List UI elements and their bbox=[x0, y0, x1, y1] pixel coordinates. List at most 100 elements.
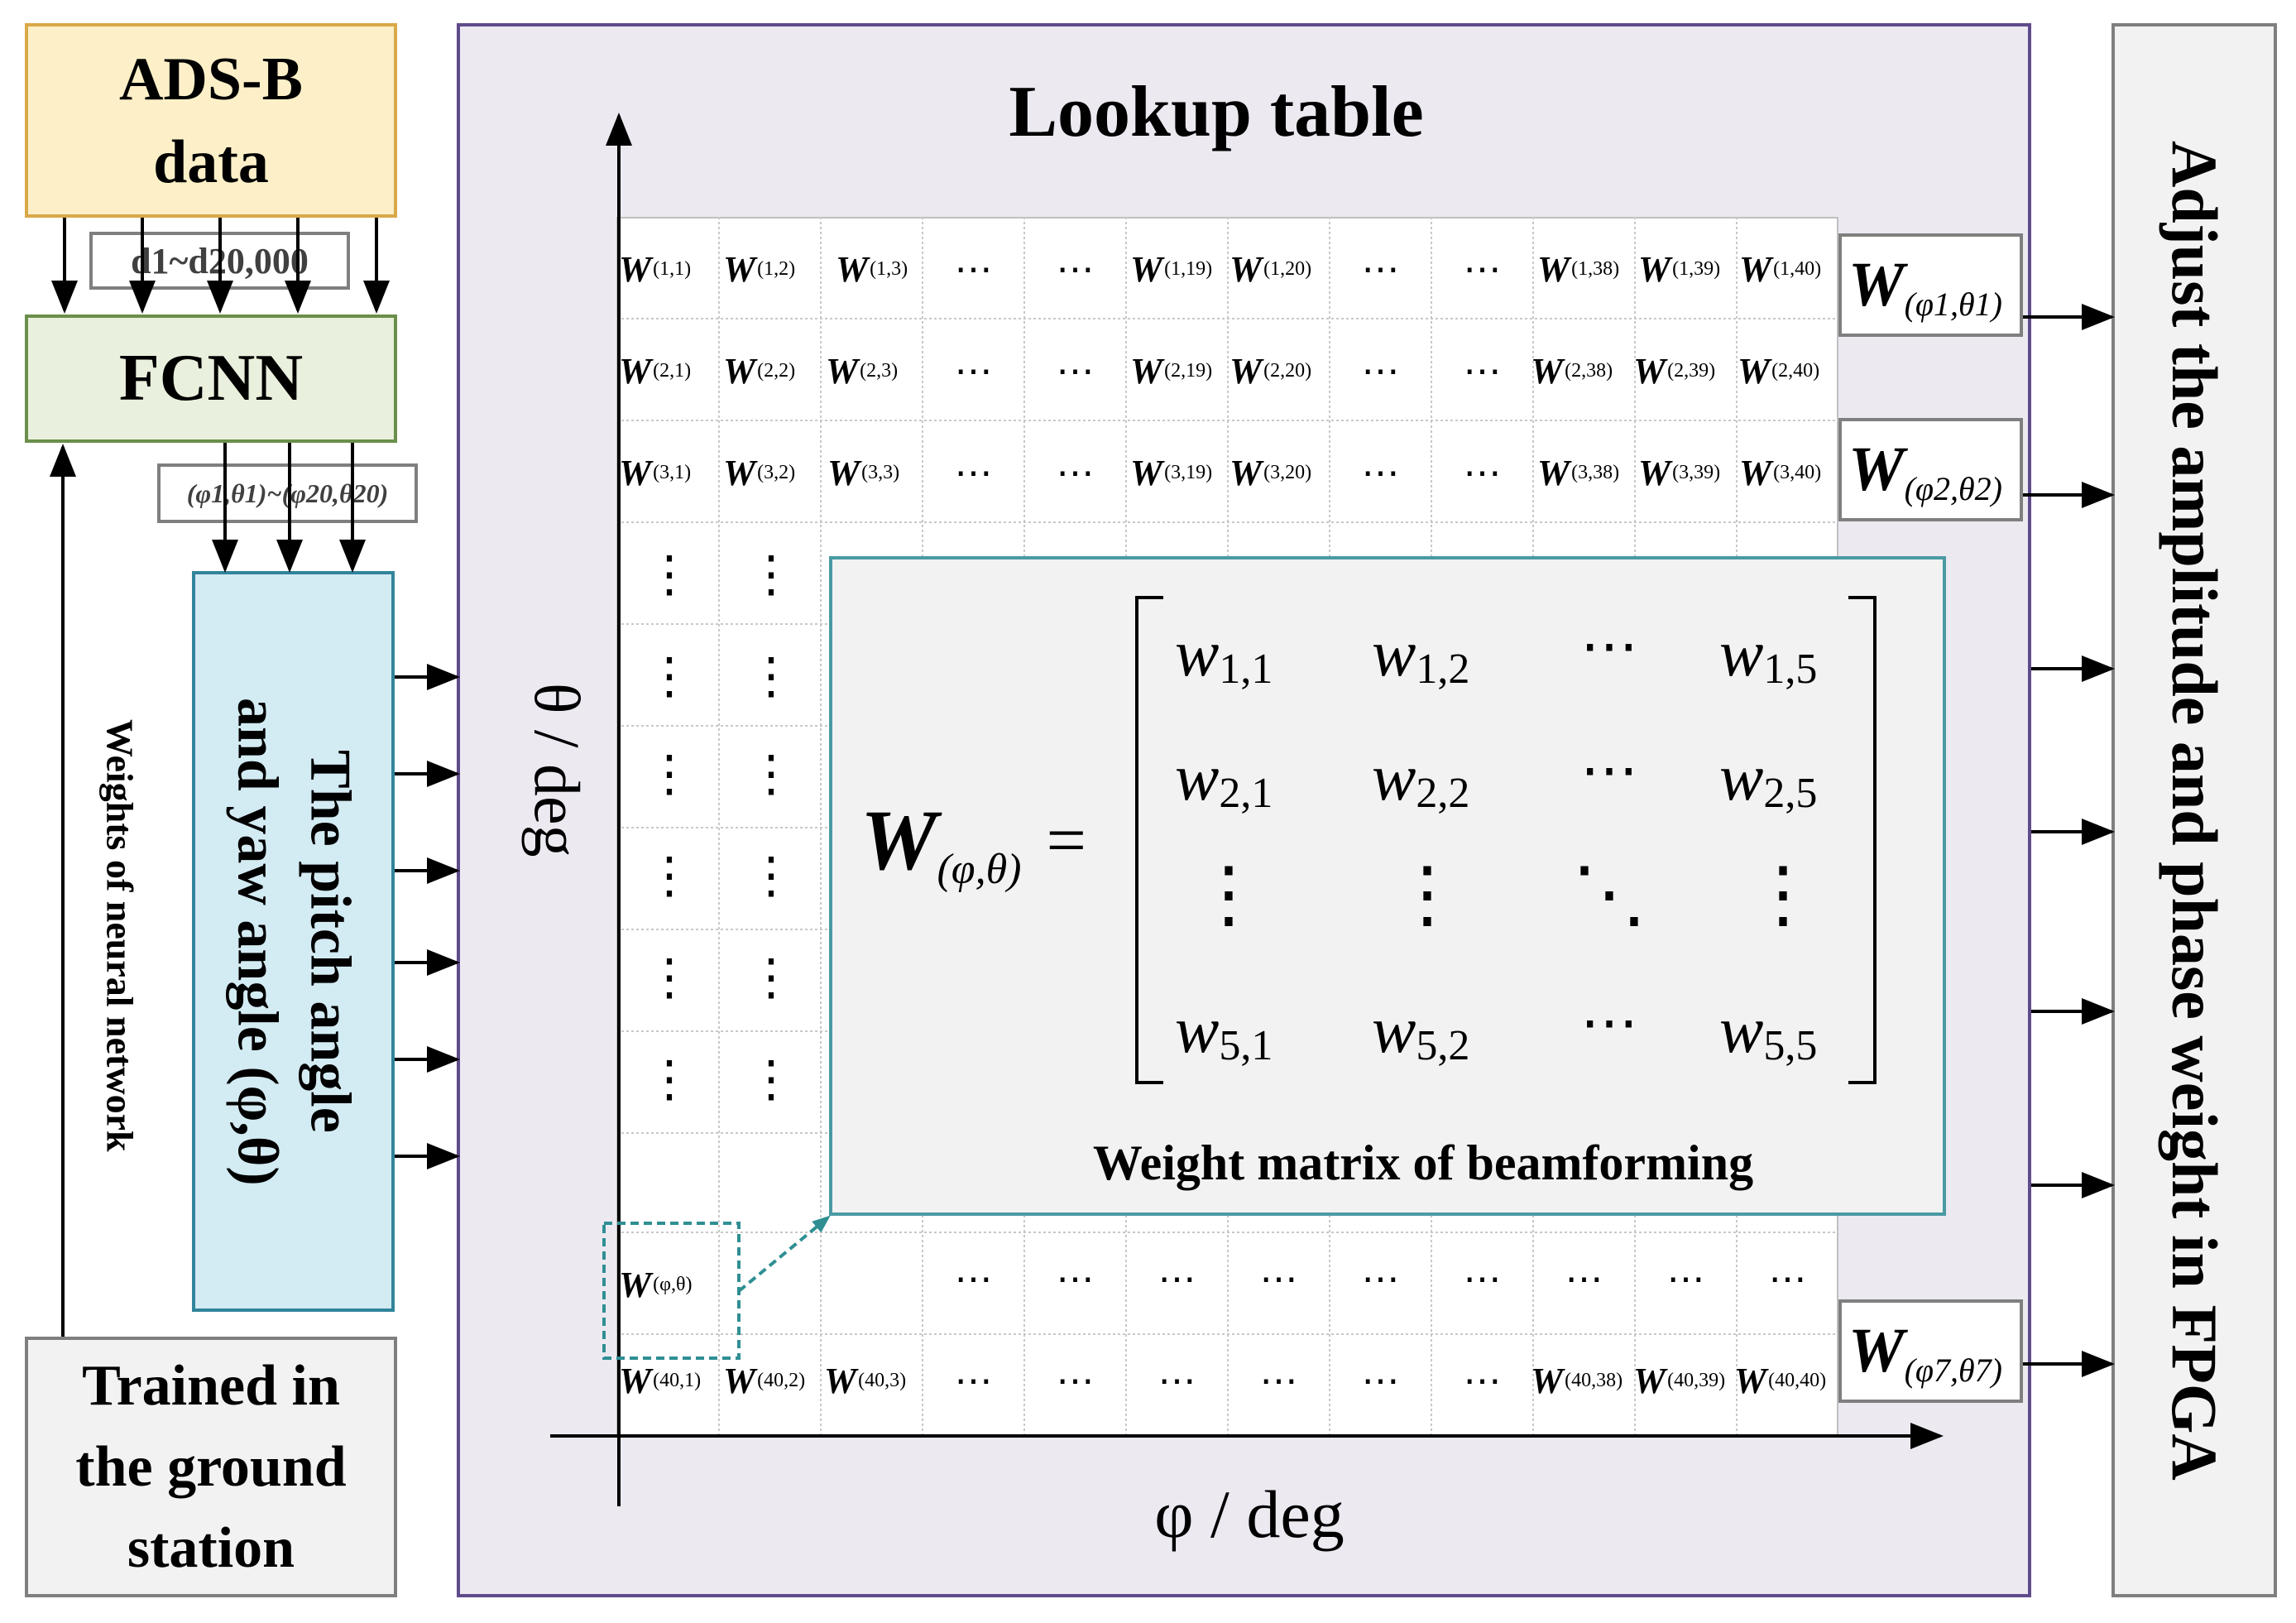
angle-range-label: (φ1,θ1)~(φ20,θ20) bbox=[157, 463, 418, 523]
lookup-to-fpga-arrows bbox=[2023, 304, 2115, 1377]
vdots-c2-r5: ⋮ bbox=[746, 649, 796, 703]
dots-r40-c7: ⋯ bbox=[1259, 1360, 1298, 1402]
cell-2-40: W(2,40) bbox=[1738, 350, 1820, 391]
cell-40-39: W(40,39) bbox=[1633, 1360, 1726, 1401]
vdots-c2-r6: ⋮ bbox=[746, 747, 796, 801]
vdots-c2-r4: ⋮ bbox=[746, 547, 796, 602]
vdots-c2-r8: ⋮ bbox=[746, 950, 796, 1005]
angle-range-text: (φ1,θ1)~(φ20,θ20) bbox=[186, 478, 389, 508]
dots-r1-c9: ⋯ bbox=[1463, 248, 1502, 291]
dots-r39-c4: ⋯ bbox=[954, 1258, 993, 1300]
dots-r40-c4: ⋯ bbox=[954, 1360, 993, 1402]
dots-r40-c6: ⋯ bbox=[1158, 1360, 1196, 1402]
cell-1-38: W(1,38) bbox=[1537, 248, 1620, 290]
dots-r40-c5: ⋯ bbox=[1056, 1360, 1095, 1402]
dots-r2-c8: ⋯ bbox=[1361, 350, 1400, 392]
matrix-right-bracket bbox=[1848, 596, 1877, 1084]
cell-2-2: W(2,2) bbox=[723, 350, 796, 391]
cell-40-40: W(40,40) bbox=[1734, 1360, 1827, 1401]
matrix-lhs-sub: (φ,θ) bbox=[937, 846, 1022, 893]
lookup-title: Lookup table bbox=[910, 66, 1522, 157]
matrix-vdots-1: ⋮ bbox=[1191, 853, 1266, 936]
fcnn-to-pitch-arrows bbox=[212, 443, 366, 573]
dots-r3-c9: ⋯ bbox=[1463, 452, 1502, 494]
adsb-to-fcnn-arrows bbox=[51, 218, 390, 314]
cell-2-19: W(2,19) bbox=[1130, 350, 1213, 391]
cell-1-1: W(1,1) bbox=[619, 248, 692, 290]
trained-line2: the ground bbox=[75, 1434, 347, 1499]
ground-station-box: Trained in the ground station bbox=[25, 1337, 397, 1597]
matrix-left-bracket bbox=[1135, 596, 1163, 1084]
cell-1-3: W(1,3) bbox=[836, 248, 908, 290]
cell-1-2: W(1,2) bbox=[723, 248, 796, 290]
matrix-lhs: W (φ,θ) = bbox=[860, 792, 1086, 894]
matrix-entry-5-dots: ⋯ bbox=[1580, 991, 1638, 1055]
cell-3-20: W(3,20) bbox=[1229, 452, 1312, 493]
fcnn-label: FCNN bbox=[118, 342, 304, 415]
vdots-c2-r7: ⋮ bbox=[746, 848, 796, 903]
matrix-ddots: ⋱ bbox=[1572, 853, 1647, 936]
dots-r39-c5: ⋯ bbox=[1056, 1258, 1095, 1300]
vdots-c1-r8: ⋮ bbox=[645, 950, 694, 1005]
matrix-vdots-5: ⋮ bbox=[1746, 853, 1820, 936]
cell-1-19: W(1,19) bbox=[1130, 248, 1213, 290]
output-w1-sub: (φ1,θ1) bbox=[1904, 286, 2002, 323]
adsb-line2: data bbox=[153, 127, 269, 196]
cell-1-39: W(1,39) bbox=[1638, 248, 1721, 290]
fpga-text: Adjust the amplitude and phase weight in… bbox=[2159, 140, 2231, 1481]
matrix-entry-2-dots: ⋯ bbox=[1580, 738, 1638, 803]
matrix-caption: Weight matrix of beamforming bbox=[1026, 1126, 1820, 1200]
output-w1-letter: W bbox=[1848, 250, 1905, 319]
sample-to-matrix-arrow bbox=[737, 1215, 831, 1293]
dots-r3-c8: ⋯ bbox=[1361, 452, 1400, 494]
output-w7-letter: W bbox=[1848, 1316, 1905, 1385]
cell-3-38: W(3,38) bbox=[1537, 452, 1620, 493]
output-w2-box: W (φ2,θ2) bbox=[1838, 418, 2023, 521]
dots-r39-c7: ⋯ bbox=[1259, 1258, 1298, 1300]
output-w7-sub: (φ7,θ7) bbox=[1904, 1352, 2002, 1389]
dots-r39-c9: ⋯ bbox=[1463, 1258, 1502, 1300]
pitch-to-lookup-arrows bbox=[395, 664, 460, 1169]
cell-1-40: W(1,40) bbox=[1739, 248, 1822, 290]
matrix-vdots-2: ⋮ bbox=[1390, 853, 1464, 936]
dots-r2-c5: ⋯ bbox=[1056, 350, 1095, 392]
dots-r1-c5: ⋯ bbox=[1056, 248, 1095, 291]
dots-r39-c6: ⋯ bbox=[1158, 1258, 1196, 1300]
cell-3-1: W(3,1) bbox=[619, 452, 692, 493]
vdots-c1-r4: ⋮ bbox=[645, 547, 694, 602]
dots-r39-c11: ⋯ bbox=[1666, 1258, 1705, 1300]
adsb-line1: ADS-B bbox=[118, 45, 304, 113]
cell-2-3: W(2,3) bbox=[826, 350, 899, 391]
cell-2-39: W(2,39) bbox=[1633, 350, 1716, 391]
weight-matrix-panel bbox=[829, 556, 1946, 1216]
output-w2-sub: (φ2,θ2) bbox=[1904, 470, 2002, 507]
vdots-c1-r7: ⋮ bbox=[645, 848, 694, 903]
cell-sample: W(φ,θ) bbox=[619, 1265, 693, 1305]
pitch-line1: The pitch angle bbox=[298, 750, 362, 1133]
cell-3-19: W(3,19) bbox=[1130, 452, 1213, 493]
dots-r2-c4: ⋯ bbox=[954, 350, 993, 392]
fpga-box: Adjust the amplitude and phase weight in… bbox=[2111, 23, 2277, 1597]
matrix-entry-1-dots: ⋯ bbox=[1580, 614, 1638, 679]
dots-r39-c8: ⋯ bbox=[1361, 1258, 1400, 1300]
weights-label: Weights of neural network bbox=[91, 596, 149, 1275]
dots-r39-c12: ⋯ bbox=[1768, 1258, 1807, 1300]
pitch-yaw-box: The pitch angle and yaw angle (φ,θ) bbox=[192, 571, 395, 1312]
output-w7-box: W (φ7,θ7) bbox=[1838, 1299, 2023, 1403]
cell-1-20: W(1,20) bbox=[1229, 248, 1312, 290]
cell-3-3: W(3,3) bbox=[827, 452, 900, 493]
cell-2-38: W(2,38) bbox=[1531, 350, 1613, 391]
cell-40-3: W(40,3) bbox=[824, 1360, 907, 1401]
vdots-c2-r9: ⋮ bbox=[746, 1052, 796, 1107]
cell-40-1: W(40,1) bbox=[619, 1360, 702, 1401]
trained-line1: Trained in bbox=[82, 1353, 340, 1418]
